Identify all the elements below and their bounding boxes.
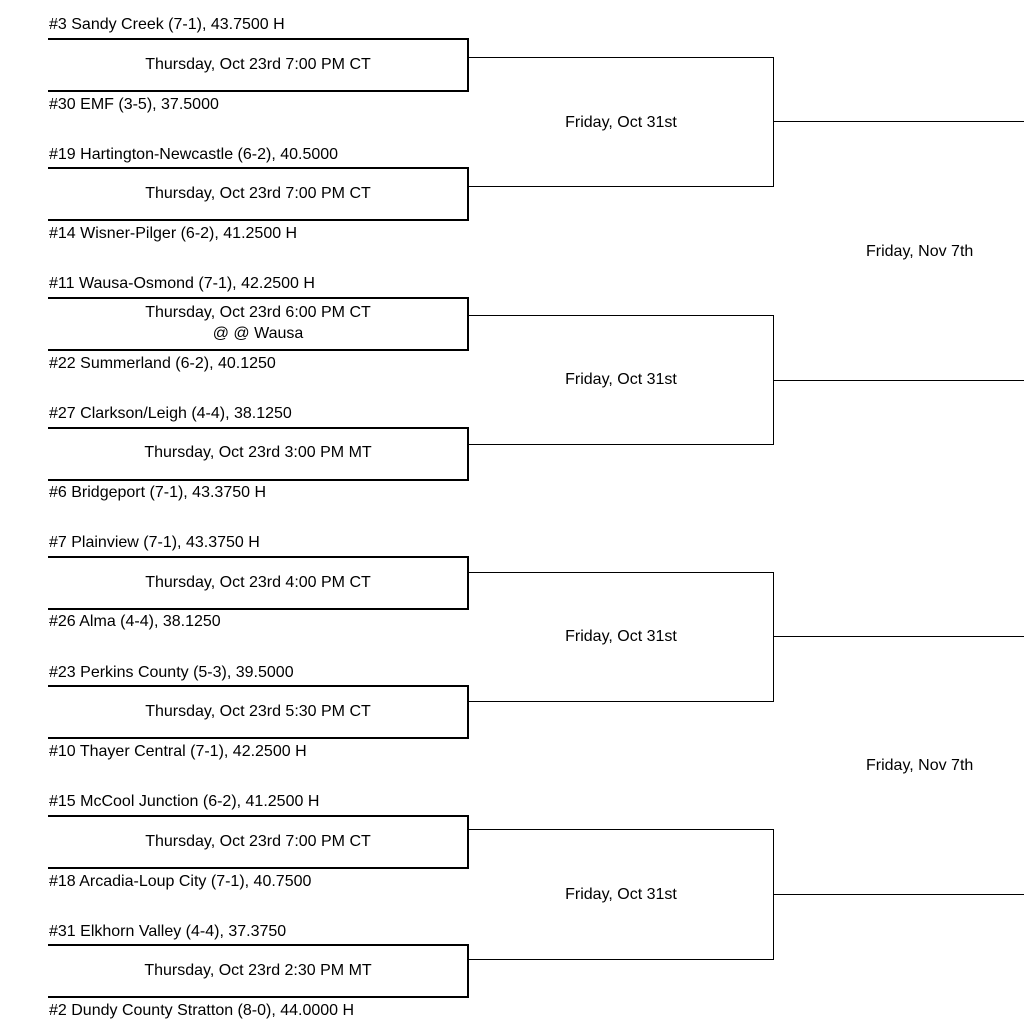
bracket-line: [774, 121, 1024, 122]
bracket-line: [48, 167, 469, 169]
game-time: Thursday, Oct 23rd 6:00 PM CT: [145, 304, 371, 321]
bracket-line: [48, 219, 469, 221]
bracket-line: [467, 297, 469, 351]
bracket-line: [774, 894, 1024, 895]
bracket-line: [467, 427, 469, 481]
bracket-line: [467, 944, 469, 998]
bracket-line: [469, 829, 774, 830]
third-round-date: Friday, Nov 7th: [866, 243, 974, 260]
bracket-line: [48, 737, 469, 739]
bracket-line: [48, 297, 469, 299]
bracket-line: [469, 315, 774, 316]
game-site: @ @ Wausa: [212, 325, 304, 342]
bracket-line: [48, 996, 469, 998]
game-time: Thursday, Oct 23rd 7:00 PM CT: [145, 56, 371, 73]
bracket-line: [469, 572, 774, 573]
second-round-date: Friday, Oct 31st: [565, 628, 677, 645]
bracket-line: [773, 829, 774, 960]
third-round-date: Friday, Nov 7th: [866, 757, 974, 774]
bracket-line: [469, 444, 774, 445]
bracket-line: [469, 57, 774, 58]
bracket-line: [48, 815, 469, 817]
team-label: #18 Arcadia-Loup City (7-1), 40.7500: [49, 873, 312, 890]
team-label: #11 Wausa-Osmond (7-1), 42.2500 H: [49, 275, 315, 292]
bracket-line: [469, 186, 774, 187]
bracket-line: [467, 556, 469, 610]
game-time: Thursday, Oct 23rd 7:00 PM CT: [145, 185, 371, 202]
bracket-line: [48, 479, 469, 481]
bracket-line: [48, 427, 469, 429]
bracket-line: [774, 636, 1024, 637]
game-time: Thursday, Oct 23rd 7:00 PM CT: [145, 833, 371, 850]
bracket-line: [48, 867, 469, 869]
team-label: #15 McCool Junction (6-2), 41.2500 H: [49, 793, 320, 810]
team-label: #19 Hartington-Newcastle (6-2), 40.5000: [49, 146, 339, 163]
second-round-date: Friday, Oct 31st: [565, 114, 677, 131]
team-label: #3 Sandy Creek (7-1), 43.7500 H: [49, 16, 285, 33]
bracket-line: [774, 380, 1024, 381]
bracket-line: [467, 685, 469, 739]
team-label: #2 Dundy County Stratton (8-0), 44.0000 …: [49, 1002, 355, 1019]
team-label: #27 Clarkson/Leigh (4-4), 38.1250: [49, 405, 292, 422]
game-time: Thursday, Oct 23rd 3:00 PM MT: [144, 444, 372, 461]
game-time: Thursday, Oct 23rd 2:30 PM MT: [144, 962, 372, 979]
bracket-line: [48, 90, 469, 92]
second-round-date: Friday, Oct 31st: [565, 371, 677, 388]
bracket-line: [773, 57, 774, 187]
team-label: #30 EMF (3-5), 37.5000: [49, 96, 219, 113]
bracket-line: [469, 959, 774, 960]
team-label: #22 Summerland (6-2), 40.1250: [49, 355, 276, 372]
team-label: #23 Perkins County (5-3), 39.5000: [49, 664, 294, 681]
team-label: #31 Elkhorn Valley (4-4), 37.3750: [49, 923, 287, 940]
bracket-line: [773, 315, 774, 445]
bracket-line: [469, 701, 774, 702]
bracket-line: [467, 38, 469, 92]
team-label: #6 Bridgeport (7-1), 43.3750 H: [49, 484, 267, 501]
bracket-line: [467, 815, 469, 869]
bracket-line: [467, 167, 469, 221]
game-time: Thursday, Oct 23rd 5:30 PM CT: [145, 703, 371, 720]
team-label: #14 Wisner-Pilger (6-2), 41.2500 H: [49, 225, 298, 242]
game-time: Thursday, Oct 23rd 4:00 PM CT: [145, 574, 371, 591]
team-label: #10 Thayer Central (7-1), 42.2500 H: [49, 743, 307, 760]
bracket-line: [773, 572, 774, 702]
second-round-date: Friday, Oct 31st: [565, 886, 677, 903]
bracket-line: [48, 944, 469, 946]
team-label: #26 Alma (4-4), 38.1250: [49, 613, 221, 630]
bracket-line: [48, 349, 469, 351]
bracket-line: [48, 608, 469, 610]
bracket-line: [48, 556, 469, 558]
bracket-line: [48, 685, 469, 687]
bracket-line: [48, 38, 469, 40]
team-label: #7 Plainview (7-1), 43.3750 H: [49, 534, 260, 551]
